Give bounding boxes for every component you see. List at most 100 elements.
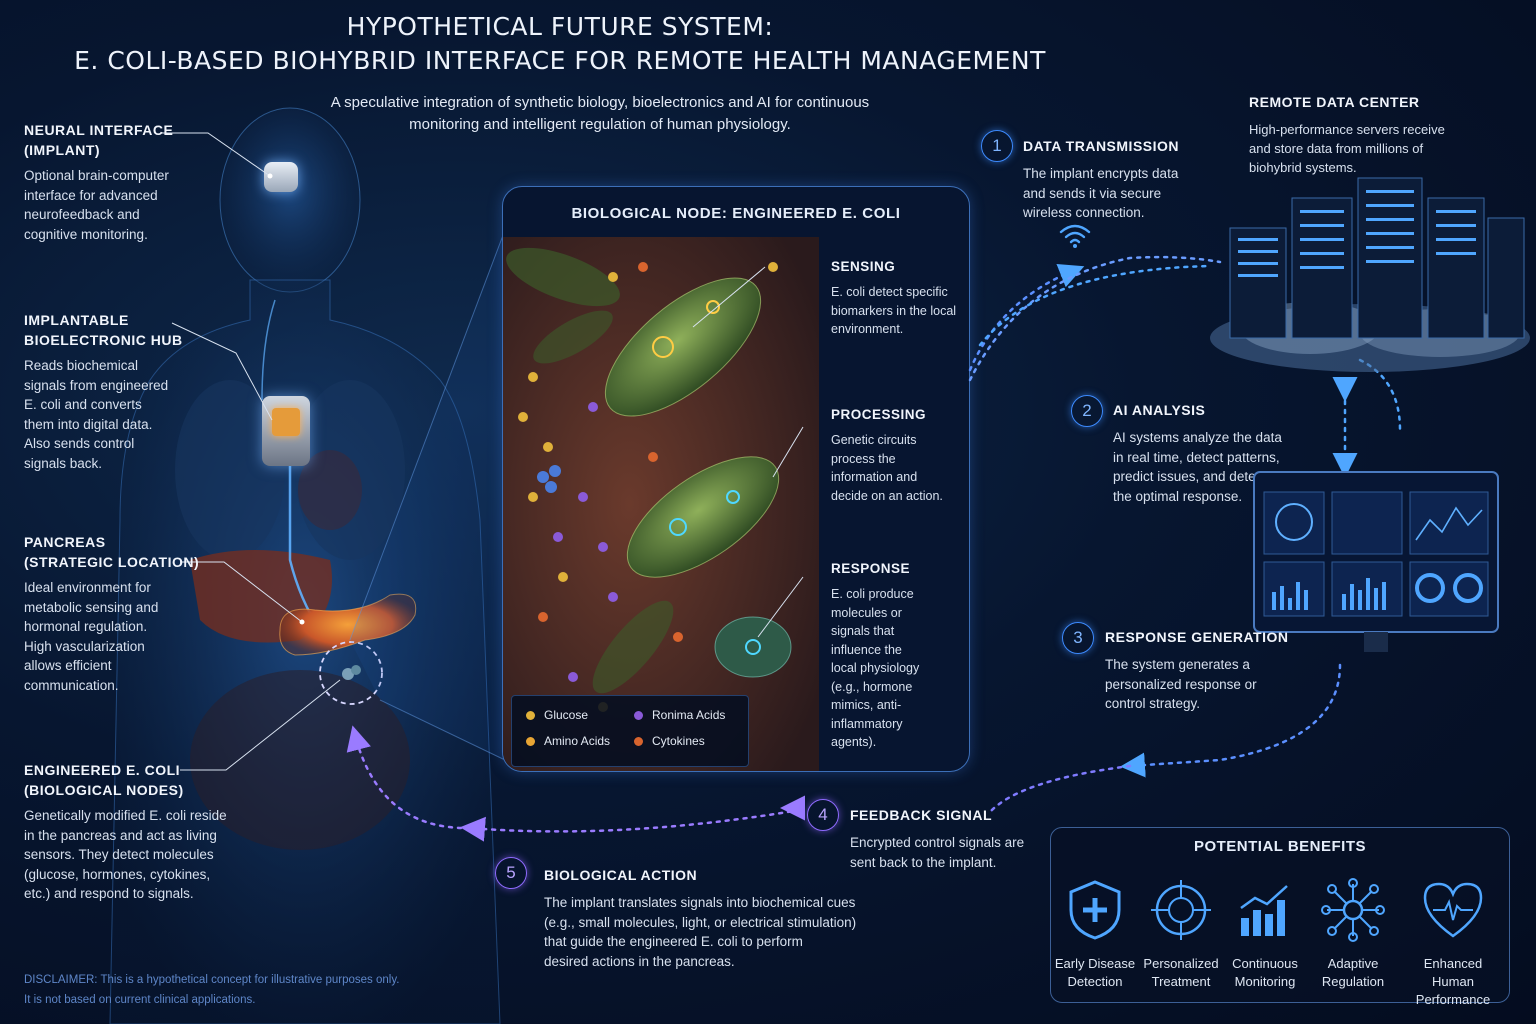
step-biological-action: BIOLOGICAL ACTION The implant translates… xyxy=(544,865,924,971)
hub-description: Reads biochemical signals from engineere… xyxy=(24,356,254,473)
hub-heading-2: BIOELECTRONIC HUB xyxy=(24,332,183,348)
desc-line: hormonal regulation. xyxy=(24,619,148,634)
neural-interface-description: Optional brain-computer interface for ad… xyxy=(24,166,254,244)
pancreas-heading-1: PANCREAS xyxy=(24,534,106,550)
neural-interface-heading-2: (IMPLANT) xyxy=(24,142,101,158)
pancreas-heading-2: (STRATEGIC LOCATION) xyxy=(24,554,200,570)
step-1-badge: 1 xyxy=(981,130,1013,162)
subtitle-line-1: A speculative integration of synthetic b… xyxy=(330,94,870,111)
desc-line: biohybrid systems. xyxy=(1249,160,1357,175)
title-line-1: HYPOTHETICAL FUTURE SYSTEM: xyxy=(346,12,774,41)
molecule-legend: Glucose Ronima Acids Amino Acids Cytokin… xyxy=(511,695,749,767)
desc-line: Reads biochemical xyxy=(24,358,139,373)
desc-line: (e.g., hormone xyxy=(831,679,913,694)
desc-line: High-performance servers receive xyxy=(1249,122,1445,137)
desc-line: allows efficient xyxy=(24,658,112,673)
desc-line: biomarkers in the local xyxy=(831,303,957,318)
bioelectronic-hub-device xyxy=(262,396,310,466)
disclaimer-line-1: This is a hypothetical concept for illus… xyxy=(100,974,400,986)
pancreas-label: PANCREAS (STRATEGIC LOCATION) Ideal envi… xyxy=(24,532,254,695)
desc-line: Optional brain-computer xyxy=(24,168,169,183)
title-line-2: E. COLI-BASED BIOHYBRID INTERFACE FOR RE… xyxy=(74,46,1046,75)
bar-chart-icon xyxy=(1240,885,1288,936)
pancreas-description: Ideal environment for metabolic sensing … xyxy=(24,578,254,695)
desc-line: them into digital data. xyxy=(24,416,153,432)
desc-line: personalized response or xyxy=(1105,676,1257,692)
target-icon xyxy=(1151,880,1211,940)
neural-interface-heading-1: NEURAL INTERFACE xyxy=(24,122,174,138)
desc-line: The system generates a xyxy=(1105,657,1250,672)
desc-line: agents). xyxy=(831,735,877,749)
engineered-ecoli-label: ENGINEERED E. COLI (BIOLOGICAL NODES) Ge… xyxy=(24,760,274,904)
wifi-signal-icon xyxy=(1059,224,1091,248)
desc-line: signals that xyxy=(831,624,895,638)
pancreas-illustration xyxy=(279,593,417,656)
step-5-badge: 5 xyxy=(495,857,527,889)
desc-line: and sends it via secure xyxy=(1023,185,1162,201)
bioelectronic-hub-label: IMPLANTABLE BIOELECTRONIC HUB Reads bioc… xyxy=(24,310,254,473)
step-4-heading: FEEDBACK SIGNAL xyxy=(850,807,993,823)
desc-line: wireless connection. xyxy=(1023,205,1145,220)
desc-line: E. coli produce xyxy=(831,587,914,601)
desc-line: Ideal environment for xyxy=(24,580,151,595)
desc-line: and store data from millions of xyxy=(1249,141,1424,156)
desc-line: Genetically modified E. coli reside xyxy=(24,808,227,823)
desc-line: The implant translates signals into bioc… xyxy=(544,895,856,910)
desc-line: signals from engineered xyxy=(24,377,169,393)
step-2-badge: 2 xyxy=(1071,395,1103,427)
subtitle-line-2: monitoring and intelligent regulation of… xyxy=(409,116,791,133)
sensing-description: E. coli detect specific biomarkers in th… xyxy=(831,283,959,339)
step-5-description: The implant translates signals into bioc… xyxy=(544,893,924,971)
data-center-description: High-performance servers receive and sto… xyxy=(1249,120,1499,177)
sensing-label: SENSING E. coli detect specific biomarke… xyxy=(831,257,959,339)
legend-item: Amino Acids xyxy=(526,734,610,748)
step-1-heading: DATA TRANSMISSION xyxy=(1023,138,1180,154)
ecoli-description: Genetically modified E. coli reside in t… xyxy=(24,806,274,904)
desc-line: interface for advanced xyxy=(24,187,158,203)
desc-line: environment. xyxy=(831,322,904,336)
step-5-heading: BIOLOGICAL ACTION xyxy=(544,867,698,883)
step-2-heading: AI ANALYSIS xyxy=(1113,402,1206,418)
processing-description: Genetic circuits process the information… xyxy=(831,431,959,505)
desc-line: (e.g., small molecules, light, or electr… xyxy=(544,914,857,930)
step-3-description: The system generates a personalized resp… xyxy=(1105,655,1305,714)
desc-line: local physiology xyxy=(831,661,920,675)
desc-line: E. coli and converts xyxy=(24,397,142,412)
neural-interface-label: NEURAL INTERFACE (IMPLANT) Optional brai… xyxy=(24,120,254,244)
desc-line: metabolic sensing and xyxy=(24,599,159,615)
desc-line: AI systems analyze the data xyxy=(1113,430,1282,445)
disclaimer-label: DISCLAIMER: xyxy=(24,974,98,986)
processing-heading: PROCESSING xyxy=(831,407,927,422)
desc-line: Encrypted control signals are xyxy=(850,835,1025,850)
desc-line: in the pancreas and act as living xyxy=(24,827,217,843)
step-4-description: Encrypted control signals are sent back … xyxy=(850,833,1050,872)
biological-node-title: BIOLOGICAL NODE: ENGINEERED E. COLI xyxy=(571,205,901,222)
legend-item: Ronima Acids xyxy=(634,708,725,722)
desc-line: The implant encrypts data xyxy=(1023,166,1179,181)
ai-dashboard-monitor xyxy=(1253,471,1499,652)
desc-line: (glucose, hormones, cytokines, xyxy=(24,866,211,882)
desc-line: that guide the engineered E. coli to per… xyxy=(544,934,803,949)
step-4-badge: 4 xyxy=(807,799,839,831)
desc-line: inflammatory xyxy=(831,716,903,731)
desc-line: in real time, detect patterns, xyxy=(1113,449,1280,465)
desc-line: Also sends control xyxy=(24,436,135,451)
desc-line: control strategy. xyxy=(1105,696,1201,711)
label-connector-lines xyxy=(160,132,341,771)
desc-line: sensors. They detect molecules xyxy=(24,847,214,862)
disclaimer: DISCLAIMER: This is a hypothetical conce… xyxy=(24,970,424,1010)
desc-line: process the xyxy=(831,451,896,466)
sensing-heading: SENSING xyxy=(831,259,896,274)
step-response-generation: RESPONSE GENERATION The system generates… xyxy=(1105,627,1305,714)
benefits-title: POTENTIAL BENEFITS xyxy=(1193,838,1367,855)
desc-line: predict issues, and determine xyxy=(1113,469,1290,484)
